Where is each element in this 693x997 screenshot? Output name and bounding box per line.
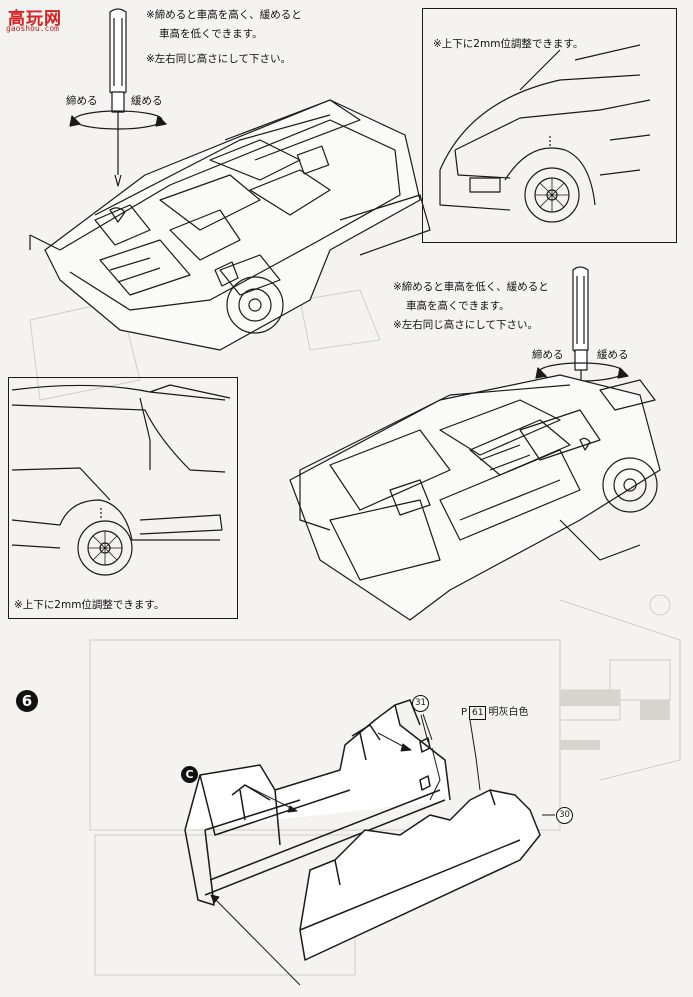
top-left-note-3: ※左右同じ高さにして下さい。	[146, 53, 291, 65]
paint-name: 明灰白色	[488, 707, 529, 718]
loosen-label-middle: 緩める	[597, 349, 629, 361]
middle-right-note-2: 車高を高くできます。	[406, 300, 510, 312]
rear-box-note: ※上下に2mm位調整できます。	[14, 599, 165, 611]
step-number-badge: 6	[16, 690, 38, 712]
part-number-31: 31	[412, 695, 429, 712]
tighten-label-middle: 締める	[532, 349, 564, 361]
chassis-rear-drawing	[289, 374, 661, 621]
top-left-note-2: 車高を低くできます。	[159, 28, 263, 40]
tighten-label-top: 締める	[66, 95, 98, 107]
middle-right-note-1: ※締めると車高を低く、緩めると	[393, 281, 549, 293]
top-left-note-1: ※締めると車高を高く、緩めると	[146, 9, 302, 21]
paint-prefix: P	[461, 707, 468, 718]
screwdriver-icon-top	[69, 8, 167, 187]
loosen-label-top: 緩める	[131, 95, 163, 107]
front-box-note: ※上下に2mm位調整できます。	[433, 38, 584, 50]
height-adjust-rear-box: ※上下に2mm位調整できます。	[8, 377, 238, 619]
watermark-brand: 高玩网	[8, 9, 62, 29]
car-front-wheel-drawing	[439, 44, 651, 223]
part-number-30: 30	[556, 807, 573, 824]
subassembly-c-badge: C	[181, 766, 198, 783]
car-rear-wheel-drawing	[11, 384, 231, 576]
chassis-front-drawing	[29, 99, 431, 351]
bench-seat-part-drawing	[184, 699, 541, 961]
middle-right-note-3: ※左右同じ高さにして下さい。	[393, 319, 538, 331]
watermark-logo: 高玩网 gaoshou.com	[6, 4, 70, 33]
paint-code: 61	[469, 706, 487, 720]
watermark-url: gaoshou.com	[6, 24, 59, 33]
height-adjust-front-box: ※上下に2mm位調整できます。	[422, 8, 677, 243]
